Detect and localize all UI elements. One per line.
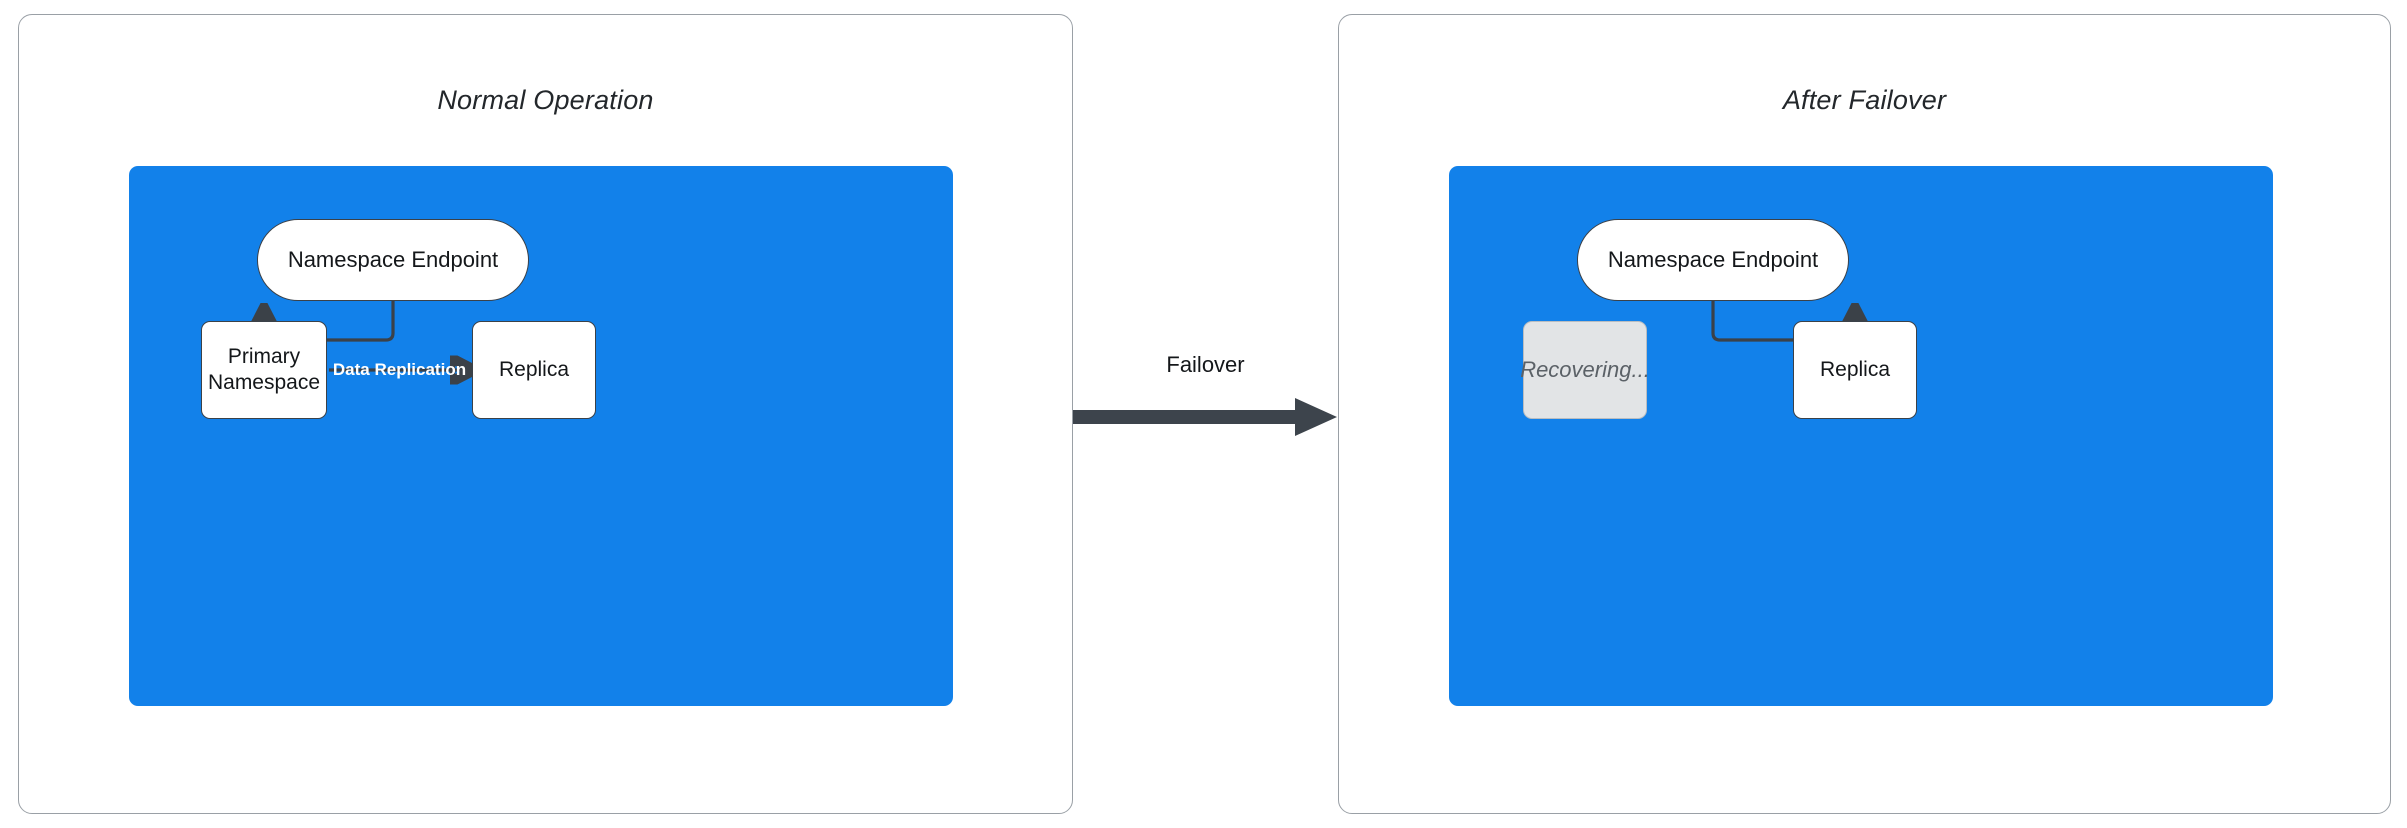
node-label-line1: Primary: [227, 345, 301, 369]
node-label: Recovering...: [1520, 356, 1650, 382]
node-label: Replica: [498, 358, 570, 382]
node-label: Namespace Endpoint: [1607, 246, 1819, 272]
connector-layer-right: [1711, 301, 2273, 348]
node-namespace-endpoint-left[interactable]: Namespace Endpoint: [257, 219, 529, 301]
node-label: Replica: [1819, 358, 1891, 382]
node-label-line2: Namespace: [207, 371, 321, 394]
node-replica-left[interactable]: Replica: [472, 321, 596, 419]
blue-zone-after-failover: Namespace Endpoint Recovering... Replica: [1449, 166, 2273, 706]
edge-label-data-replication: Data Replication: [332, 360, 467, 379]
node-primary-namespace[interactable]: Primary Namespace: [201, 321, 327, 419]
panel-title-after-failover: After Failover: [1782, 85, 1947, 115]
panel-after-failover: After Failover Namespace Endpoint Recove…: [1338, 14, 2391, 814]
panel-normal-operation: Normal Operation Namespace Endpo: [18, 14, 1073, 814]
node-replica-right[interactable]: Replica: [1793, 321, 1917, 419]
failover-arrow-icon: [1073, 398, 1337, 436]
node-label: Primary Namespace: [208, 344, 320, 395]
node-namespace-endpoint-right[interactable]: Namespace Endpoint: [1577, 219, 1849, 301]
blue-zone-normal-operation: Namespace Endpoint Primary Namespace Rep…: [129, 166, 953, 706]
panel-title-normal-operation: Normal Operation: [437, 85, 654, 115]
node-label: Namespace Endpoint: [287, 246, 499, 272]
failover-transition: Failover: [1073, 352, 1338, 462]
failover-label: Failover: [1166, 352, 1245, 377]
node-recovering[interactable]: Recovering...: [1520, 321, 1650, 419]
connector-layer-left: [129, 301, 953, 706]
